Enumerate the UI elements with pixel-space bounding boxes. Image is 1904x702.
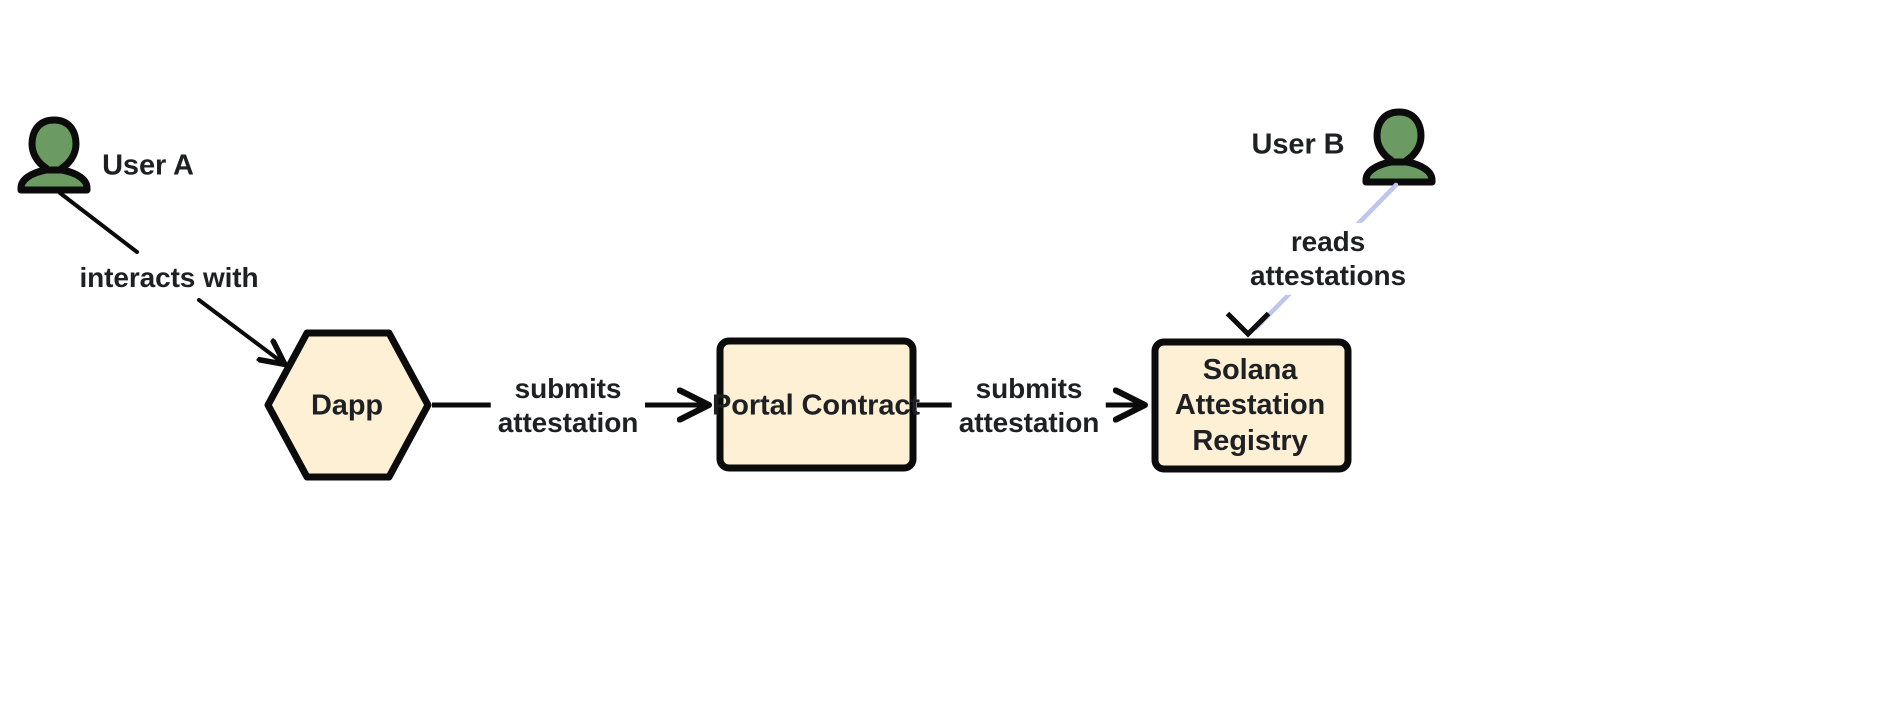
person-icon-head <box>1373 108 1425 168</box>
actor-user-a[interactable] <box>17 116 91 194</box>
node-portal-contract[interactable] <box>716 337 917 472</box>
edge-user-b-registry-arrowhead <box>1225 311 1271 338</box>
edge-user-a-dapp-segment-2 <box>197 298 283 363</box>
node-solana-attestation-registry[interactable] <box>1151 338 1352 473</box>
edge-user-b-registry-line <box>1253 182 1399 331</box>
person-icon-body <box>1362 158 1436 186</box>
node-dapp[interactable] <box>264 329 432 481</box>
person-icon-head <box>28 116 80 176</box>
person-icon-body <box>17 166 91 194</box>
edge-user-a-dapp-segment-1 <box>58 191 139 254</box>
actor-user-b[interactable] <box>1362 108 1436 186</box>
